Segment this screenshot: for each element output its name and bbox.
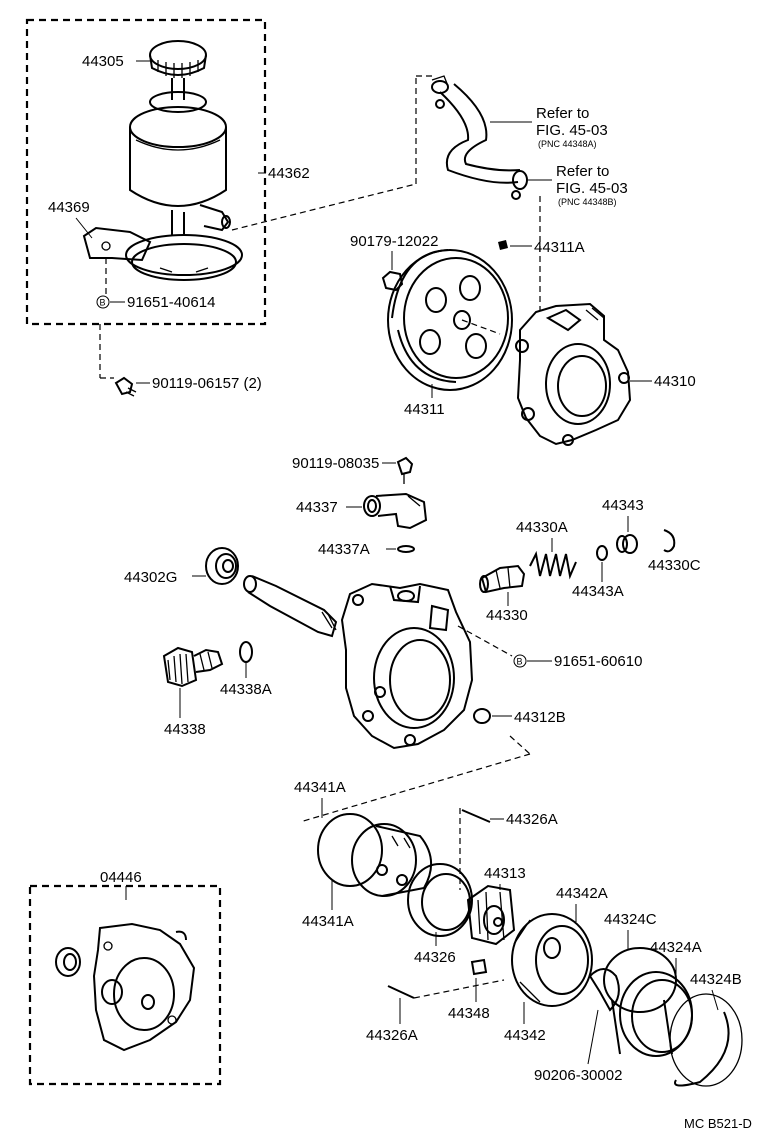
plate-44342-drawing bbox=[511, 913, 593, 1007]
gasket-kit-drawing bbox=[55, 922, 196, 1052]
ref2-pnc: (PNC 44348B) bbox=[558, 197, 617, 207]
pulley-nut-drawing bbox=[381, 270, 404, 292]
label-90119-08035: 90119-08035 bbox=[292, 455, 379, 472]
label-44341a-top: 44341A bbox=[294, 779, 346, 796]
label-90179-12022: 90179-12022 bbox=[350, 233, 438, 250]
label-44369: 44369 bbox=[48, 199, 90, 216]
label-44343: 44343 bbox=[602, 497, 644, 514]
bolt-90119-06157-drawing bbox=[114, 376, 137, 397]
label-90119-06157: 90119-06157 (2) bbox=[152, 375, 262, 392]
union-44337-drawing bbox=[363, 492, 428, 530]
rotor-44313-drawing bbox=[466, 884, 516, 946]
reservoir-cap-drawing bbox=[149, 40, 207, 100]
label-44330: 44330 bbox=[486, 607, 528, 624]
oring-44337a-drawing bbox=[397, 545, 415, 553]
oring-44343a-drawing bbox=[596, 545, 608, 561]
label-44348: 44348 bbox=[448, 1005, 490, 1022]
pin-44326a-top-drawing bbox=[461, 809, 491, 823]
plate-44341a-drawing bbox=[317, 813, 432, 897]
ref1-title: Refer to bbox=[536, 105, 589, 122]
shaft-drawing bbox=[243, 575, 338, 638]
ref1-pnc: (PNC 44348A) bbox=[538, 139, 597, 149]
vane-44348-drawing bbox=[470, 958, 488, 976]
label-91651-60610: 91651-60610 bbox=[554, 653, 642, 670]
ref2-title: Refer to bbox=[556, 163, 609, 180]
reservoir-bracket-drawing bbox=[82, 226, 243, 281]
label-44305: 44305 bbox=[82, 53, 124, 70]
label-44337: 44337 bbox=[296, 499, 338, 516]
snap-ring-44324b-drawing bbox=[669, 993, 743, 1087]
plug-44338-drawing bbox=[162, 646, 224, 688]
ref2-figure: FIG. 45-03 bbox=[556, 180, 628, 197]
label-44326a-top: 44326A bbox=[506, 811, 558, 828]
spring-44330a-drawing bbox=[529, 550, 577, 580]
label-04446: 04446 bbox=[100, 869, 142, 886]
label-44324a: 44324A bbox=[650, 939, 702, 956]
label-44310: 44310 bbox=[654, 373, 696, 390]
label-44330a: 44330A bbox=[516, 519, 568, 536]
bearing-44302g-drawing bbox=[205, 547, 239, 585]
label-44326: 44326 bbox=[414, 949, 456, 966]
label-44326a-bot: 44326A bbox=[366, 1027, 418, 1044]
snap-ring-44330c-drawing bbox=[663, 529, 676, 553]
label-44324c: 44324C bbox=[604, 911, 657, 928]
reservoir-group-box bbox=[25, 18, 267, 326]
pump-body-drawing bbox=[340, 582, 474, 750]
pressure-hose-drawing bbox=[431, 75, 528, 200]
key-44311a-drawing bbox=[498, 240, 508, 250]
pin-44326a-bot-drawing bbox=[387, 985, 415, 999]
label-91651-40614: 91651-40614 bbox=[127, 294, 215, 311]
label-44302g: 44302G bbox=[124, 569, 177, 586]
bolt-90119-08035-drawing bbox=[396, 456, 414, 484]
bolt-marker-b-letter-2: B bbox=[517, 657, 523, 667]
snap-ring-44312b-drawing bbox=[473, 708, 491, 724]
front-housing-44310-drawing bbox=[515, 302, 632, 446]
label-44337a: 44337A bbox=[318, 541, 370, 558]
valve-44330-drawing bbox=[479, 564, 526, 594]
label-44362: 44362 bbox=[268, 165, 310, 182]
diagram-footer-code: MC B521-D bbox=[684, 1116, 752, 1131]
label-44338: 44338 bbox=[164, 721, 206, 738]
label-44342: 44342 bbox=[504, 1027, 546, 1044]
bolt-marker-b-letter: B bbox=[100, 298, 106, 308]
bolt-marker-b-badge bbox=[96, 295, 110, 309]
label-44312b: 44312B bbox=[514, 709, 566, 726]
label-44311: 44311 bbox=[404, 401, 445, 418]
label-44330c: 44330C bbox=[648, 557, 701, 574]
cover-44324a-drawing bbox=[619, 971, 693, 1057]
label-44338a: 44338A bbox=[220, 681, 272, 698]
label-44324b: 44324B bbox=[690, 971, 742, 988]
housing-44324c-drawing bbox=[603, 947, 677, 1055]
label-44342a: 44342A bbox=[556, 885, 608, 902]
plug-44343-drawing bbox=[616, 534, 638, 554]
label-44341a-bot: 44341A bbox=[302, 913, 354, 930]
bolt-marker-b-badge-2 bbox=[513, 654, 527, 668]
label-90206-30002: 90206-30002 bbox=[534, 1067, 622, 1084]
cam-ring-44326-drawing bbox=[407, 863, 473, 937]
ref1-figure: FIG. 45-03 bbox=[536, 122, 608, 139]
oring-44338a-drawing bbox=[239, 641, 253, 663]
gasket-kit-box bbox=[28, 884, 222, 1086]
label-44311a: 44311A bbox=[534, 239, 585, 256]
reservoir-tank-drawing bbox=[129, 91, 231, 236]
pulley-44311-drawing bbox=[387, 249, 513, 391]
oring-90206-30002-drawing bbox=[588, 968, 620, 1012]
label-44313: 44313 bbox=[484, 865, 526, 882]
label-44343a: 44343A bbox=[572, 583, 624, 600]
